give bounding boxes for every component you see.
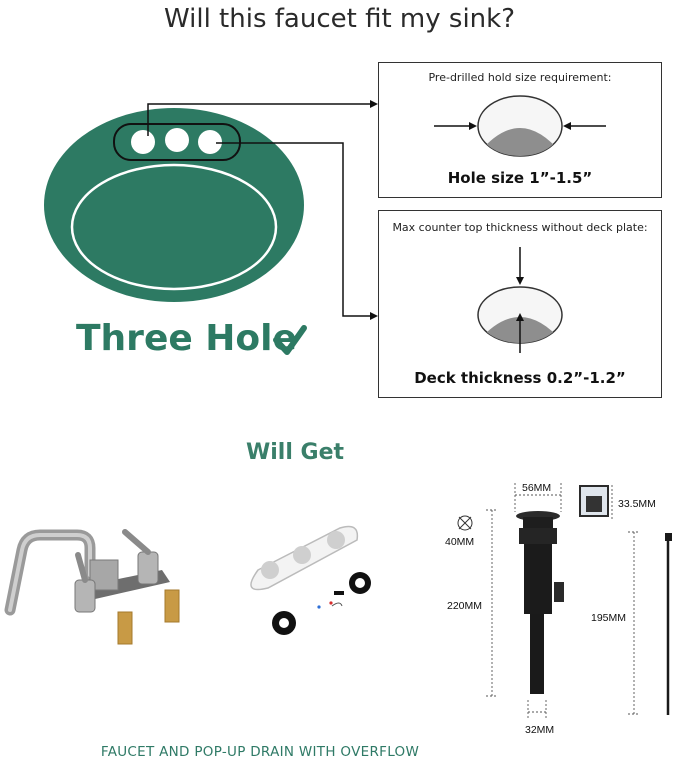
sink-basin — [44, 108, 304, 302]
dimension-lines — [486, 483, 640, 718]
check-mark-icon — [273, 325, 307, 355]
dim-top-width: 56MM — [522, 482, 552, 494]
faucet-hole-2 — [165, 128, 189, 152]
hole-size-heading: Pre-drilled hold size requirement: — [428, 71, 612, 84]
dim-cap-height: 33.5MM — [618, 498, 656, 510]
hole-size-caption: Hole size 1”-1.5” — [447, 169, 593, 187]
gasket-rings — [272, 572, 371, 635]
sink-bowl-outline — [70, 163, 278, 291]
faucet-hole-3 — [198, 130, 222, 154]
hole-group-outline — [113, 123, 241, 161]
deck-thickness-caption: Deck thickness 0.2”-1.2” — [414, 369, 626, 387]
deck-plate-image — [250, 525, 359, 591]
faucet-hole-1 — [131, 130, 155, 154]
dim-diameter: 40MM — [445, 536, 475, 548]
dim-tail-width: 32MM — [525, 724, 555, 736]
three-hole-label: Three Hole — [76, 318, 297, 359]
page-title: Will this faucet fit my sink? — [163, 4, 515, 34]
deck-thickness-heading: Max counter top thickness without deck p… — [392, 221, 648, 234]
footer-caption: FAUCET AND POP-UP DRAIN WITH OVERFLOW — [100, 744, 420, 760]
dim-rod-length: 195MM — [591, 612, 627, 624]
hole-cross-section — [434, 95, 606, 157]
diameter-symbol-icon — [457, 515, 473, 531]
arrow-head — [370, 312, 378, 320]
deck-cross-section — [477, 247, 563, 353]
dim-body-height: 220MM — [447, 600, 483, 612]
faucet-image — [4, 529, 180, 645]
drain-image — [516, 485, 672, 715]
arrow-head — [370, 100, 378, 108]
connector-to-hole-box — [147, 103, 372, 136]
deck-thickness-box: Max counter top thickness without deck p… — [378, 210, 662, 398]
connector-to-deck-box — [216, 142, 372, 317]
will-get-heading: Will Get — [245, 440, 345, 465]
hole-size-box: Pre-drilled hold size requirement: Hole … — [378, 62, 662, 198]
